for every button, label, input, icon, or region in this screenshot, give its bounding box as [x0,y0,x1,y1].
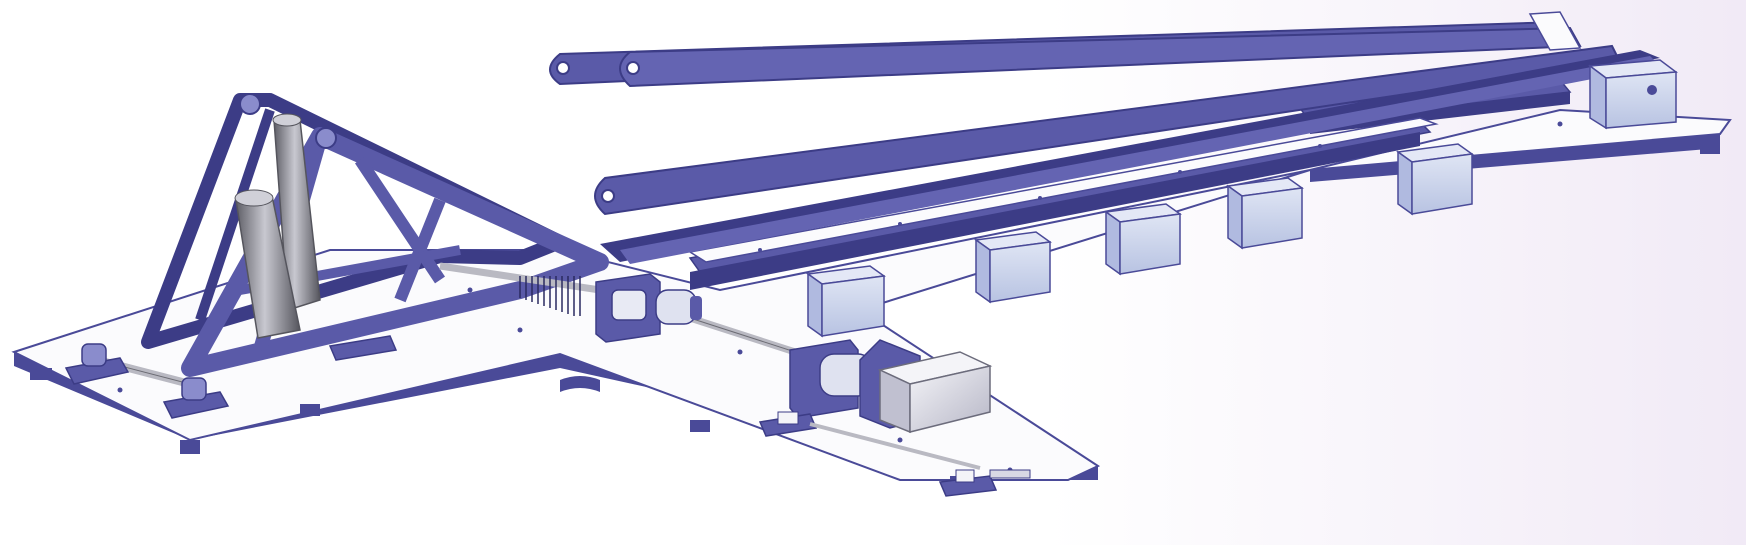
pillow-block-left [64,343,130,385]
lower-linkage [758,411,1031,497]
slider-block-5 [1396,143,1474,216]
slider-blocks [806,143,1474,338]
slider-block-4 [1226,177,1304,250]
upper-arm-2 [619,26,1582,88]
slider-block-3 [1104,203,1182,276]
pillow-block-rear [328,335,398,361]
spring-coil [519,276,581,316]
pillow-block-right [162,377,230,419]
slider-block-1 [806,265,886,338]
hydraulic-cylinder [234,113,321,339]
coupling-1 [655,289,702,325]
upper-arm-end [1528,11,1582,51]
lower-arm-bundle [600,50,1660,264]
end-bearing-block [1587,59,1679,130]
bearing-housing-1 [595,273,661,343]
slider-block-2 [974,231,1052,304]
gearbox-box [877,351,993,434]
